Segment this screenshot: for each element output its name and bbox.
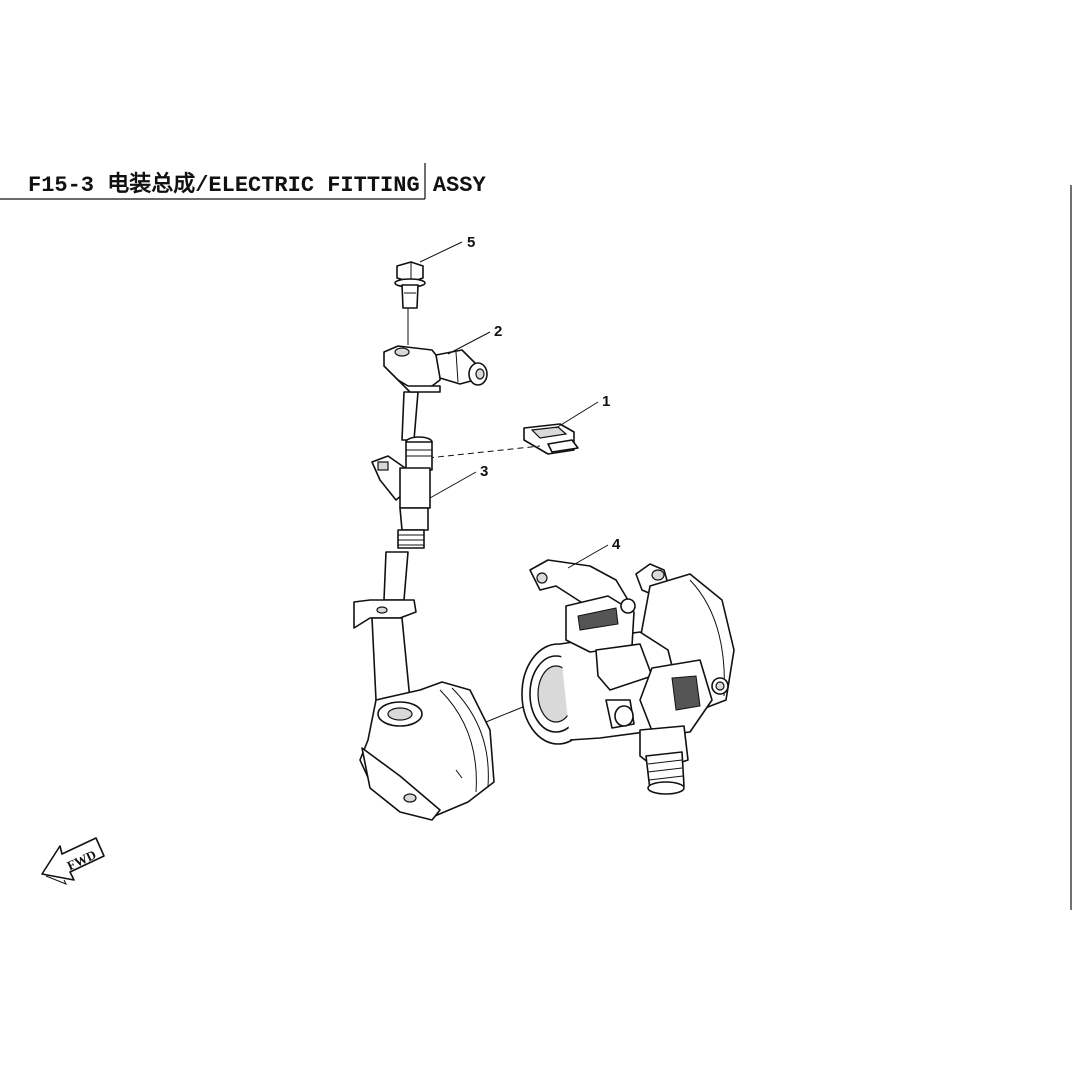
title-block: F15-3 电装总成/ELECTRIC FITTING ASSY: [0, 163, 486, 200]
callout-number: 4: [612, 536, 621, 553]
page-title: F15-3 电装总成/ELECTRIC FITTING ASSY: [28, 171, 486, 198]
callout-2: 2: [447, 323, 502, 355]
callout-4: 4: [567, 536, 621, 569]
part-4-throttle-body: [521, 559, 735, 795]
fwd-arrow-icon: FWD: [41, 837, 105, 885]
part-5-bolt: [394, 261, 426, 309]
part-2-fuel-connector: [383, 345, 488, 393]
callout-number: 5: [467, 234, 475, 251]
callout-number: 1: [602, 393, 610, 410]
callout-1: 1: [555, 393, 610, 429]
intake-manifold: [353, 551, 541, 821]
callout-number: 3: [480, 463, 488, 480]
callout-5: 5: [419, 234, 475, 263]
callout-number: 2: [494, 323, 502, 340]
part-3-fuel-injector: [371, 436, 433, 549]
part-1-clip: [427, 423, 579, 459]
callout-3: 3: [429, 463, 488, 499]
